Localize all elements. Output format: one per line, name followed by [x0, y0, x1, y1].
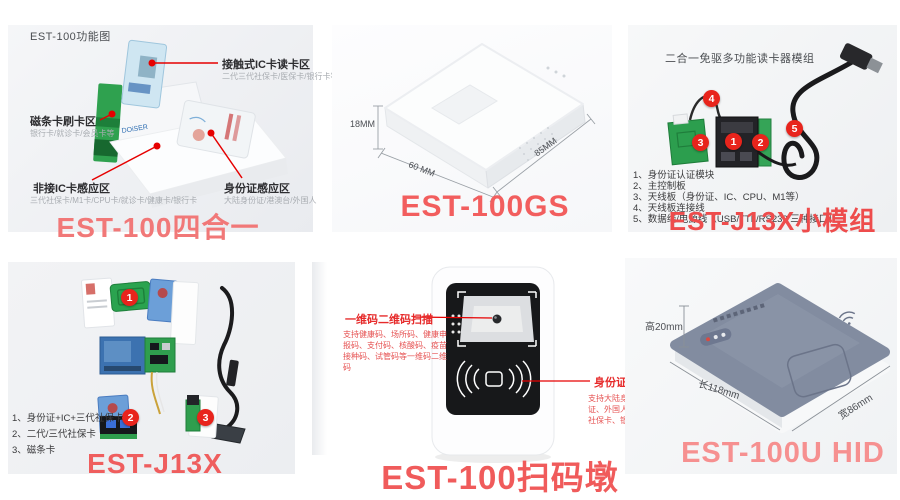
reader-pad-front — [150, 158, 288, 208]
wire-bundle-2 — [155, 371, 165, 413]
p1-annotation-contactless-ic: 非接IC卡感应区 — [33, 183, 110, 195]
p3-list-item-5: 5、数据线/电源线（USB/TTL/RS232 三种接口） — [633, 214, 838, 225]
box-vent-dots — [519, 127, 557, 161]
p1-annotation-contact-ic: 接触式IC卡读卡区 — [222, 59, 310, 71]
p3-list-item-4: 4、天线板连接线 — [633, 203, 705, 214]
p6-product-title: EST-100U HID — [681, 437, 885, 469]
camera-glint — [494, 316, 497, 319]
p3-callout-4: 4 — [703, 90, 720, 107]
p5-barcode-desc: 支持健康码、场所码、健康申报码、支付码、核酸码、疫苗接种码、试管码等一维码二维码 — [343, 330, 447, 372]
p3-callout-3: 3 — [692, 134, 709, 151]
card-tap-zone — [786, 343, 852, 398]
p3-list-item-2: 2、主控制板 — [633, 181, 686, 192]
p6-dimension-lines — [669, 305, 891, 432]
p3-product-title: EST-J13X小模组 — [668, 206, 877, 236]
p1-annotation-contact-ic-sub: 二代三代社保卡/医保卡/银行卡等 — [222, 72, 339, 81]
id-card — [176, 99, 256, 159]
indicator-dots — [451, 314, 461, 334]
p3-list-item-3: 3、天线板（身份证、IC、CPU、M1等） — [633, 192, 805, 203]
p4-callout-1: 1 — [121, 289, 138, 306]
data-cable — [781, 59, 855, 180]
p2-device-box-illustration — [373, 43, 596, 203]
device-text-strip — [712, 303, 765, 323]
p5-barcode-label: 一维码二维码扫描 — [345, 314, 433, 326]
white-card-behind — [169, 281, 199, 346]
p3-callout-1: 1 — [725, 133, 742, 150]
p1-annotation-contactless-ic-sub: 三代社保卡/M1卡/CPU卡/就诊卡/健康卡/银行卡 — [30, 196, 198, 205]
window-corner-brackets — [457, 291, 537, 347]
usb-plug — [839, 43, 883, 74]
scan-camera — [492, 314, 502, 324]
p4-list-item-2: 2、二代/三代社保卡 — [12, 429, 96, 440]
p5-callout-lines — [412, 316, 590, 382]
p3-list-item-1: 1、身份证认证模块 — [633, 170, 715, 181]
device-top-highlight — [700, 294, 860, 388]
usb-cable-loop — [217, 286, 240, 430]
p1-annotation-idcard: 身份证感应区 — [224, 183, 290, 195]
blue-ic-card — [121, 39, 168, 109]
p3-callout-2: 2 — [752, 134, 769, 151]
module-cable — [757, 150, 797, 167]
p4-callout-3: 3 — [197, 409, 214, 426]
p3-callout-5: 5 — [786, 120, 803, 137]
p1-annotation-idcard-sub: 大陆身份证/港澳台/外国人 — [224, 196, 317, 205]
p1-header: EST-100功能图 — [30, 31, 111, 43]
p5-product-title: EST-100扫码墩 — [381, 459, 619, 496]
p1-product-title: EST-100四合一 — [56, 212, 260, 243]
white-card-top — [80, 277, 116, 329]
callout-dots — [108, 59, 215, 150]
reader-logo: DOiSER — [121, 124, 148, 135]
led-panel — [700, 328, 732, 346]
serial-connector — [211, 423, 246, 444]
p4-list-item-1: 1、身份证+IC+三代社保卡 — [12, 413, 124, 424]
p3-header: 二合一免驱多功能读卡器模组 — [665, 53, 815, 65]
wifi-icon — [838, 311, 856, 325]
p1-annotation-magstripe-sub: 银行卡/就诊卡/会员卡等 — [30, 129, 115, 138]
green-pcb-module — [144, 337, 176, 373]
p1-card-reader-illustration: DOiSER — [91, 39, 288, 208]
p6-device-illustration — [669, 283, 891, 433]
dimension-lines — [373, 105, 596, 203]
p2-dim-height: 18MM — [350, 119, 376, 129]
p2-product-title: EST-100GS — [400, 190, 570, 223]
p6-dim-height: 高20mm — [645, 322, 683, 333]
p4-list-item-3: 3、磁条卡 — [12, 445, 56, 456]
box-led-dots — [546, 66, 566, 78]
p4-callout-2: 2 — [122, 409, 139, 426]
box-logo-recess — [431, 84, 498, 125]
blue-reader-module — [99, 336, 146, 375]
dc-plug — [226, 359, 239, 387]
p4-product-title: EST-J13X — [87, 448, 223, 479]
nfc-wave-icon — [456, 360, 532, 398]
p1-annotation-magstripe: 磁条卡刷卡区 — [30, 116, 96, 128]
wire-bundle — [150, 371, 161, 415]
p5-scanner-illustration — [412, 266, 590, 463]
